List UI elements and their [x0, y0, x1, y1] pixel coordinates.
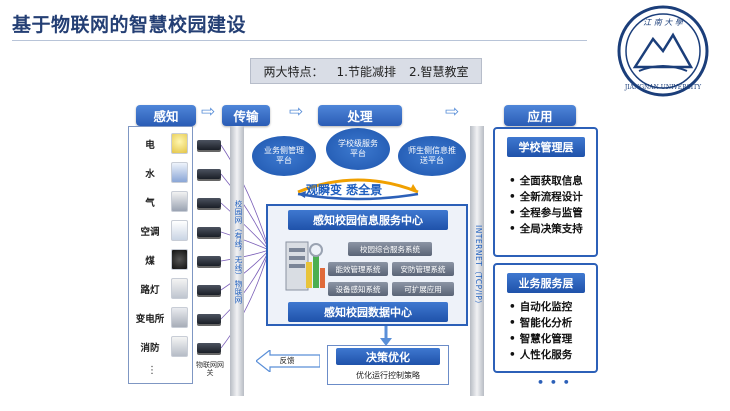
- decision-box: 决策优化 优化运行控制策略: [327, 345, 449, 385]
- coal-icon: [171, 249, 188, 270]
- title-divider: [12, 40, 587, 41]
- gateway-device-icon: [197, 140, 221, 150]
- list-item: 人性化服务: [509, 347, 573, 363]
- svg-text:江 南 大 學: 江 南 大 學: [643, 18, 684, 27]
- stage-process-header: 处理: [318, 105, 402, 126]
- school-management-box: 学校管理层 全面获取信息 全新流程设计 全程参与监管 全局决策支持: [493, 127, 598, 257]
- gateway-device-icon: [197, 169, 221, 179]
- campus-network-label: 校园网（有线，无线）物联网: [234, 200, 243, 304]
- more-layers-indicator: • • •: [537, 376, 571, 389]
- system-campus-service: 校园综合服务系统: [348, 242, 432, 256]
- sensor-row: 路灯: [129, 274, 192, 304]
- list-item: 全程参与监管: [509, 205, 583, 221]
- campus-network-pillar: [230, 126, 244, 396]
- university-logo: 江 南 大 學 JIANGNAN UNIVERSITY: [617, 5, 709, 97]
- gateway-device-icon: [197, 314, 221, 324]
- system-extensible-apps: 可扩展应用: [392, 282, 454, 296]
- feedback-arrow-icon: [256, 350, 320, 372]
- streetlight-icon: [171, 278, 188, 299]
- cycle-arrows-icon: [297, 178, 419, 201]
- sensor-label-ac: 空调: [140, 227, 160, 238]
- sensor-row: 变电所: [129, 303, 192, 333]
- arrow-right-icon: ⇨: [289, 102, 304, 122]
- data-center-bar: 感知校园数据中心: [288, 302, 448, 322]
- gateway-device-icon: [197, 198, 221, 208]
- sensor-label-substation: 变电所: [135, 314, 165, 325]
- water-meter-icon: [171, 162, 188, 183]
- substation-icon: [171, 307, 188, 328]
- decision-title: 决策优化: [336, 348, 440, 365]
- stage-sense-header: 感知: [136, 105, 196, 126]
- arrow-right-icon: ⇨: [201, 102, 216, 122]
- system-energy-management: 能效管理系统: [328, 262, 388, 276]
- sensor-label-fire: 消防: [140, 343, 160, 354]
- stage-apply-header: 应用: [504, 105, 576, 126]
- fire-equipment-icon: [171, 336, 188, 357]
- gateway-label: 物联网网关: [196, 361, 224, 378]
- server-icon: [285, 241, 325, 291]
- list-item: 全新流程设计: [509, 189, 583, 205]
- feedback-label: 反馈: [279, 356, 295, 365]
- arrow-down-icon: [380, 326, 392, 346]
- sensor-panel: 电 水 气 空调 煤 路灯 变电所 消防 ⋮: [128, 126, 193, 384]
- internet-label: INTERNET（TCP/IP）: [474, 225, 483, 309]
- business-platform-cloud: 业务侧管理平台: [252, 136, 316, 176]
- business-service-title: 业务服务层: [507, 273, 585, 293]
- feature-energy-saving: 1.节能减排: [336, 64, 396, 79]
- sensor-more: ⋮: [147, 365, 157, 376]
- list-item: 全面获取信息: [509, 173, 583, 189]
- sensor-label-coal: 煤: [145, 256, 155, 267]
- system-security-management: 安防管理系统: [392, 262, 454, 276]
- features-box: 两大特点： 1.节能减排 2.智慧教室: [250, 58, 482, 84]
- gateway-device-icon: [197, 343, 221, 353]
- business-service-box: 业务服务层 自动化监控 智能化分析 智慧化管理 人性化服务: [493, 263, 598, 373]
- lightbulb-icon: [171, 133, 188, 154]
- school-management-title: 学校管理层: [507, 137, 585, 157]
- decision-subtitle: 优化运行控制策略: [356, 371, 420, 380]
- sensor-label-electric: 电: [145, 140, 155, 151]
- list-item: 自动化监控: [509, 299, 573, 315]
- gateway-device-icon: [197, 285, 221, 295]
- arrow-right-icon: ⇨: [445, 102, 460, 122]
- slogan-text: 观瞬变 悉全景: [306, 183, 383, 197]
- gateway-device-icon: [197, 227, 221, 237]
- business-service-list: 自动化监控 智能化分析 智慧化管理 人性化服务: [509, 299, 573, 363]
- stage-transmit-header: 传输: [222, 105, 270, 126]
- school-platform-cloud: 学校级服务平台: [326, 128, 390, 170]
- sensor-row: 电: [129, 129, 192, 159]
- list-item: 全局决策支持: [509, 221, 583, 237]
- list-item: 智慧化管理: [509, 331, 573, 347]
- sensor-label-gas: 气: [145, 198, 155, 209]
- sensor-row: 消防: [129, 332, 192, 362]
- sensor-row: 水: [129, 158, 192, 188]
- feature-smart-classroom: 2.智慧教室: [409, 64, 469, 79]
- sensor-label-streetlight: 路灯: [140, 285, 160, 296]
- sensor-link-lines: [221, 144, 270, 349]
- page-title: 基于物联网的智慧校园建设: [12, 14, 247, 36]
- internet-pillar: [470, 126, 484, 396]
- features-label: 两大特点：: [263, 64, 324, 79]
- sensor-row: 气: [129, 187, 192, 217]
- list-item: 智能化分析: [509, 315, 573, 331]
- service-center-bar: 感知校园信息服务中心: [288, 210, 448, 230]
- system-device-sensing: 设备感知系统: [328, 282, 388, 296]
- gateway-device-icon: [197, 256, 221, 266]
- gas-valve-icon: [171, 191, 188, 212]
- school-management-list: 全面获取信息 全新流程设计 全程参与监管 全局决策支持: [509, 173, 583, 237]
- service-center-panel: 感知校园信息服务中心 校园综合服务系统 能效管理系统 安防管理系统 设备感知系统…: [266, 204, 468, 326]
- svg-text:JIANGNAN UNIVERSITY: JIANGNAN UNIVERSITY: [624, 84, 702, 91]
- sensor-label-water: 水: [145, 169, 155, 180]
- sensor-row: 煤: [129, 245, 192, 275]
- teacher-platform-cloud: 师生侧信息推送平台: [398, 136, 466, 176]
- air-conditioner-icon: [171, 220, 188, 241]
- sensor-row: 空调: [129, 216, 192, 246]
